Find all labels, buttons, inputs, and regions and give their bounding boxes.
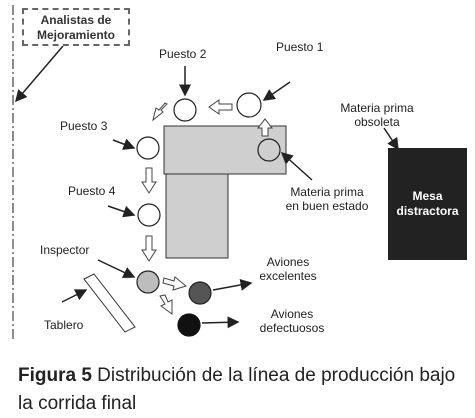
analistas-line1: Analistas de — [40, 13, 112, 27]
mesa-line2: distractora — [396, 204, 459, 218]
puesto-4-label: Puesto 4 — [68, 184, 116, 198]
puesto3-arrow — [112, 138, 136, 150]
puesto-3-circle — [136, 136, 160, 160]
tablero-shape — [83, 273, 136, 333]
materia-buen-arrow — [280, 151, 313, 181]
aviones-excelentes-label: Aviones excelentes — [251, 255, 325, 283]
aviones-excelentes-line2: excelentes — [259, 269, 317, 283]
defectuosos-arrow — [201, 316, 240, 329]
materia-buen-line1: Materia prima — [290, 185, 364, 199]
flow-arrow-p3-p4 — [141, 167, 157, 194]
aviones-defectuosos-line1: Aviones — [270, 307, 314, 321]
materia-buen-estado-circle — [257, 138, 281, 162]
flow-arrow-p4-inspector — [141, 235, 157, 262]
puesto-3-label: Puesto 3 — [60, 119, 108, 133]
puesto-2-circle — [173, 98, 197, 122]
aviones-defectuosos-line2: defectuosos — [259, 321, 325, 335]
flow-arrow-inspector-excelentes — [162, 276, 188, 291]
work-table-bottom — [165, 173, 229, 259]
flow-arrow-p2-p3 — [152, 102, 168, 122]
production-layout-diagram: Analistas de Mejoramiento Mesa distracto… — [12, 5, 467, 340]
materia-obsoleta-arrow — [383, 127, 399, 151]
materia-obsoleta-line1: Materia prima — [340, 101, 414, 115]
caption-text: Distribución de la línea de producción b… — [18, 365, 456, 414]
materia-obsoleta-label: Materia prima obsoleta — [327, 101, 427, 129]
tablero-arrow — [61, 289, 88, 303]
tablero-label: Tablero — [44, 318, 84, 332]
flow-arrows — [141, 99, 274, 315]
materia-obsoleta-line2: obsoleta — [354, 115, 400, 129]
puesto-1-circle — [236, 92, 262, 118]
aviones-defectuosos-circle — [177, 313, 201, 337]
puesto-4-circle — [137, 203, 161, 227]
inspector-circle — [136, 270, 160, 294]
aviones-defectuosos-label: Aviones defectuosos — [245, 307, 339, 335]
inspector-label: Inspector — [40, 243, 90, 257]
inspector-arrow — [97, 259, 136, 278]
aviones-excelentes-line1: Aviones — [266, 255, 310, 269]
puesto1-arrow — [262, 81, 291, 101]
puesto-1-label: Puesto 1 — [276, 40, 324, 54]
aviones-excelentes-circle — [188, 281, 212, 305]
flow-arrow-inspector-defectuosos — [159, 294, 173, 315]
excelentes-arrow — [212, 279, 253, 291]
figure-caption: Figura 5 Distribución de la línea de pro… — [18, 362, 473, 418]
analistas-line2: Mejoramiento — [36, 28, 115, 42]
materia-buen-label: Materia prima en buen estado — [276, 185, 378, 213]
caption-figure-label: Figura 5 — [18, 365, 92, 386]
materia-buen-line2: en buen estado — [285, 199, 369, 213]
analistas-box: Analistas de Mejoramiento — [22, 8, 130, 46]
mesa-line1: Mesa — [412, 189, 443, 203]
analistas-arrow — [15, 45, 64, 103]
puesto-2-label: Puesto 2 — [159, 47, 207, 61]
puesto4-arrow — [107, 205, 136, 218]
layout-drawing — [12, 5, 399, 340]
mesa-distractora-box: Mesa distractora — [388, 148, 467, 260]
flow-arrow-materia-p1 — [256, 118, 274, 137]
flow-arrow-p1-p2 — [208, 99, 233, 115]
